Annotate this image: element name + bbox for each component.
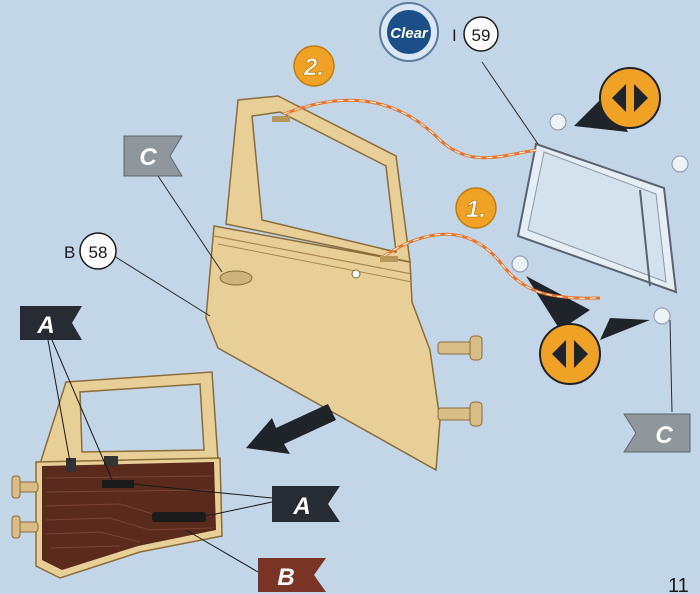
step-1-label: 1. <box>466 196 486 223</box>
rotate-indicator-bottom <box>526 276 650 385</box>
step-guides <box>283 98 601 300</box>
panel-leader-lines <box>47 339 273 573</box>
door-hinges <box>437 335 483 427</box>
inner-door-panel <box>11 371 223 579</box>
svg-text:C: C <box>139 144 157 171</box>
leader-lines <box>113 61 673 413</box>
flag-b-bottom: B <box>258 558 326 592</box>
inner-hinges <box>11 475 39 539</box>
glass-tab <box>653 307 671 325</box>
window-glass-part <box>511 113 689 325</box>
flag-a-right: A <box>272 486 340 522</box>
part-59-number: 59 <box>472 26 491 45</box>
part-59-badge: 59 <box>463 16 499 52</box>
glass-tab <box>671 155 689 173</box>
interior-handle <box>102 480 134 488</box>
glass-tab <box>511 255 529 273</box>
flag-c-bottom: C <box>623 413 691 453</box>
page-number: 11 <box>668 575 689 594</box>
part-59-prefix: I <box>452 26 457 45</box>
interior-armrest <box>152 512 206 522</box>
part-58-badge: 58 <box>79 232 117 270</box>
part-58-number: 58 <box>89 243 108 262</box>
clear-badge: Clear <box>379 2 439 62</box>
svg-text:A: A <box>36 312 54 339</box>
door-body <box>205 225 441 472</box>
door-window-frame <box>225 95 411 263</box>
rotate-indicator-top <box>574 67 661 132</box>
flag-c-top: C <box>123 135 183 177</box>
clear-label: Clear <box>390 25 429 42</box>
glass-tab <box>549 113 567 131</box>
step-2-label: 2. <box>303 54 324 81</box>
door-lock <box>351 269 361 279</box>
main-door <box>205 95 483 472</box>
interior-trim <box>42 462 216 570</box>
step-2-badge: 2. <box>293 45 335 87</box>
door-handle <box>219 270 253 286</box>
svg-text:C: C <box>655 422 673 449</box>
step-1-badge: 1. <box>455 187 497 229</box>
svg-text:B: B <box>277 564 294 591</box>
flag-a-left: A <box>20 306 82 340</box>
svg-text:A: A <box>292 493 310 520</box>
part-58-prefix: B <box>64 243 75 262</box>
direction-arrow <box>246 404 336 454</box>
